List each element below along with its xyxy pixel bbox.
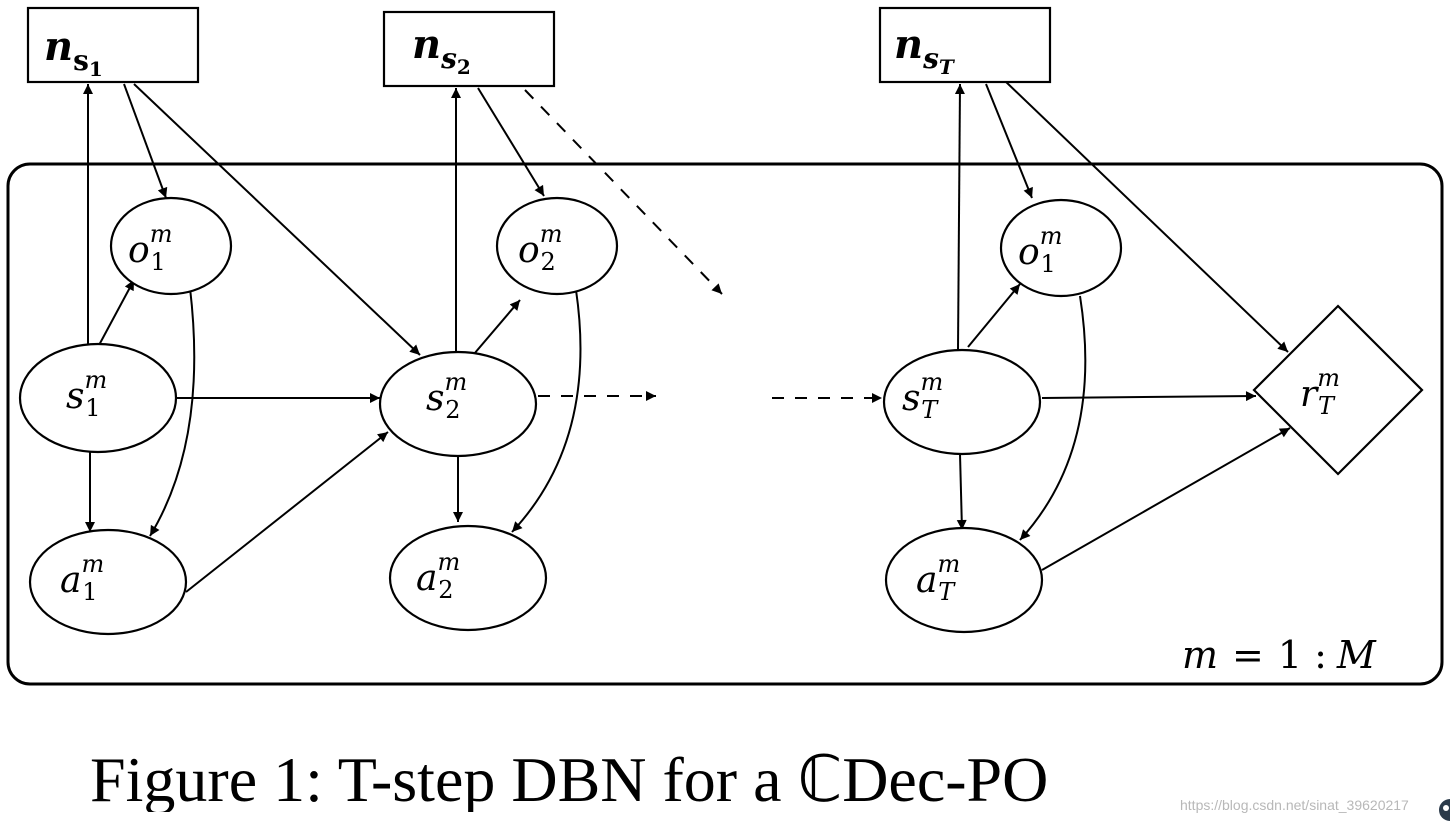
- edge-sT-to-rT: [1041, 391, 1257, 402]
- plate-label: m=1:M: [1182, 633, 1377, 677]
- svg-text:ns1: ns1: [44, 23, 103, 81]
- svg-text:am1: am1: [60, 550, 104, 606]
- edge-oT-to-aT: [1019, 295, 1087, 541]
- figure-caption: Figure 1: T-step DBN for a ℂDec-PO: [90, 748, 1049, 812]
- svg-text:om1: om1: [1018, 222, 1062, 278]
- svg-text:rmT: rmT: [1300, 364, 1340, 420]
- edge-ns1-to-s2: [133, 83, 421, 356]
- node-n-sT: nsT: [878, 6, 1052, 84]
- edge-s2-to-o2: [473, 299, 521, 355]
- node-n-s1: ns1: [26, 6, 200, 84]
- edge-ns2-dashed: [524, 89, 723, 295]
- edge-sT-to-aT: [956, 453, 967, 531]
- svg-text:sm2: sm2: [426, 368, 467, 424]
- svg-text:smT: smT: [902, 368, 943, 424]
- svg-text:amT: amT: [916, 550, 960, 606]
- svg-text:om1: om1: [128, 220, 172, 276]
- watermark-url: https://blog.csdn.net/sinat_39620217: [1180, 797, 1409, 813]
- edge-a1-to-s2: [185, 431, 389, 593]
- edge-nsT-to-oT: [985, 83, 1033, 199]
- edge-ns1-to-o1: [123, 83, 168, 199]
- svg-text:sm1: sm1: [66, 366, 107, 422]
- svg-text:m=1:M: m=1:M: [1182, 633, 1377, 677]
- watermark-logo-icon: [1437, 792, 1450, 825]
- svg-text:ns2: ns2: [412, 21, 471, 79]
- edge-nsT-to-rT: [1003, 79, 1289, 353]
- edge-sT-to-oT: [967, 283, 1021, 348]
- svg-text:am2: am2: [416, 548, 460, 604]
- edge-o2-to-a2: [511, 289, 582, 533]
- edges: [83, 79, 1291, 593]
- edge-ns2-to-o2: [477, 87, 545, 197]
- edge-aT-to-rT: [1041, 427, 1291, 571]
- edge-sT-to-nsT: [954, 83, 965, 351]
- svg-text:om2: om2: [518, 220, 562, 276]
- plate: [6, 162, 1444, 686]
- node-n-s2: ns2: [382, 10, 556, 88]
- edge-s1-to-o1: [97, 279, 135, 348]
- edge-o1-to-a1: [149, 287, 196, 537]
- svg-text:nsT: nsT: [894, 21, 956, 79]
